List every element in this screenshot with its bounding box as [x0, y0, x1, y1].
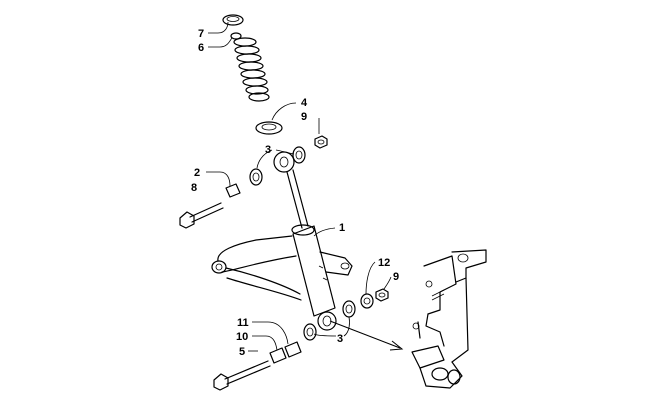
part-shock-rod: [286, 169, 309, 229]
part-upper-spacer: [225, 183, 241, 198]
callout-3-lower: 3: [337, 333, 343, 345]
part-coil-spring: [233, 37, 270, 102]
callout-4: 4: [301, 97, 308, 109]
part-shock-upper-eye: [273, 151, 295, 173]
part-a-arm: [211, 235, 353, 301]
part-upper-bolt: [179, 202, 224, 229]
callout-12: 12: [378, 257, 390, 269]
part-lower-bolt: [213, 360, 271, 391]
callout-9-lower: 9: [393, 271, 399, 283]
callout-8: 8: [191, 182, 197, 194]
part-shock-lower-eye: [317, 311, 337, 331]
callout-7: 7: [198, 28, 204, 40]
callout-10: 10: [236, 331, 248, 343]
part-shock-body: [291, 224, 336, 317]
callout-9-upper: 9: [301, 111, 307, 123]
callout-5: 5: [239, 346, 245, 358]
callout-6: 6: [198, 42, 204, 54]
part-nut-lower: [375, 288, 389, 302]
leader-lines: [206, 21, 392, 352]
callout-11: 11: [237, 317, 249, 329]
part-keeper: [230, 32, 242, 40]
part-upper-bushing: [249, 146, 306, 186]
callout-2: 2: [194, 167, 200, 179]
part-lower-spacer: [269, 341, 302, 364]
callout-3-upper: 3: [265, 144, 271, 156]
callout-1: 1: [339, 222, 345, 234]
part-spring-seat: [255, 121, 283, 135]
part-retainer-cap: [222, 14, 244, 26]
part-nut-upper: [314, 135, 328, 149]
assembly-arrow: [329, 320, 404, 351]
part-washer: [360, 293, 374, 309]
part-spindle: [411, 249, 487, 389]
